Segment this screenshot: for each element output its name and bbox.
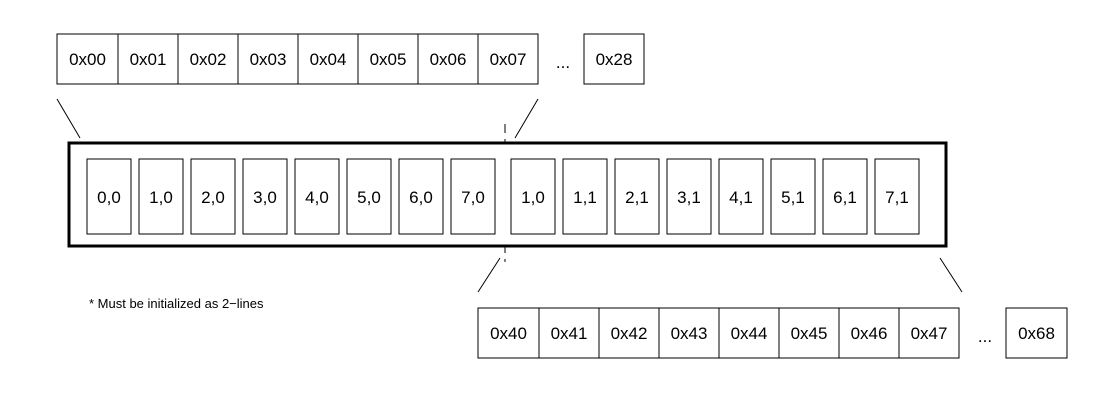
bottom-address-label: 0x68 — [1018, 324, 1055, 343]
bottom-address-row: 0x40 0x41 0x42 0x43 0x44 0x45 0x46 0x47 — [477, 307, 1068, 359]
bottom-address-cell-last: 0x68 — [1005, 307, 1068, 359]
display-cell-row: 0,0 1,0 2,0 3,0 4,0 5,0 6,0 7,0 1,0 1,1 … — [86, 158, 920, 235]
display-cell: 6,0 — [398, 158, 444, 235]
display-cell-label: 7,0 — [461, 188, 485, 207]
bottom-right-connector — [939, 257, 963, 293]
top-ellipsis: ... — [556, 53, 570, 72]
display-cell: 1,0 — [138, 158, 184, 235]
top-address-cell: 0x01 — [117, 33, 179, 85]
bottom-address-cell: 0x40 — [477, 307, 540, 359]
bottom-address-label: 0x42 — [611, 324, 648, 343]
bottom-address-cell: 0x47 — [898, 307, 960, 359]
top-address-cell: 0x04 — [297, 33, 359, 85]
display-cell: 5,0 — [346, 158, 392, 235]
display-cell: 2,0 — [190, 158, 236, 235]
top-right-connector — [514, 98, 539, 139]
bottom-address-cell: 0x43 — [658, 307, 720, 359]
bottom-address-label: 0x45 — [791, 324, 828, 343]
top-address-cell-last: 0x28 — [583, 33, 645, 85]
bottom-address-label: 0x46 — [851, 324, 888, 343]
footnote: * Must be initialized as 2−lines — [89, 296, 264, 311]
display-cell: 4,1 — [718, 158, 764, 235]
display-cell-label: 5,0 — [357, 188, 381, 207]
top-address-label: 0x01 — [130, 50, 167, 69]
display-cell: 4,0 — [294, 158, 340, 235]
top-address-row: 0x00 0x01 0x02 0x03 0x04 0x05 0x06 0x07 — [56, 33, 645, 85]
bottom-address-cell: 0x44 — [718, 307, 780, 359]
top-address-label: 0x03 — [250, 50, 287, 69]
display-cell-label: 5,1 — [781, 188, 805, 207]
top-address-cell: 0x02 — [177, 33, 239, 85]
bottom-ellipsis: ... — [978, 327, 992, 346]
top-address-label: 0x05 — [370, 50, 407, 69]
display-cell-label: 3,1 — [677, 188, 701, 207]
bottom-address-cell: 0x42 — [598, 307, 660, 359]
display-cell: 1,1 — [562, 158, 608, 235]
display-cell: 2,1 — [614, 158, 660, 235]
top-address-label: 0x00 — [69, 50, 106, 69]
top-address-label: 0x06 — [430, 50, 467, 69]
top-address-label: 0x02 — [190, 50, 227, 69]
bottom-address-label: 0x41 — [551, 324, 588, 343]
top-address-cell: 0x07 — [477, 33, 539, 85]
display-cell: 6,1 — [822, 158, 868, 235]
display-cell: 3,1 — [666, 158, 712, 235]
top-address-label: 0x07 — [490, 50, 527, 69]
display-cell-label: 0,0 — [97, 188, 121, 207]
display-cell-label: 1,0 — [521, 188, 545, 207]
display-cell: 1,0 — [510, 158, 556, 235]
top-address-cell: 0x00 — [56, 33, 119, 85]
display-cell: 0,0 — [86, 158, 132, 235]
top-address-label: 0x28 — [596, 50, 633, 69]
display-cell-label: 3,0 — [253, 188, 277, 207]
display-cell-label: 4,0 — [305, 188, 329, 207]
top-address-cell: 0x05 — [357, 33, 419, 85]
display-cell-label: 6,1 — [833, 188, 857, 207]
display-cell-label: 4,1 — [729, 188, 753, 207]
display-cell-label: 1,0 — [149, 188, 173, 207]
display-cell: 7,1 — [874, 158, 920, 235]
display-cell-label: 1,1 — [573, 188, 597, 207]
top-left-connector — [56, 98, 81, 139]
top-address-cell: 0x06 — [417, 33, 479, 85]
bottom-address-label: 0x40 — [490, 324, 527, 343]
bottom-address-cell: 0x45 — [778, 307, 840, 359]
display-cell-label: 2,1 — [625, 188, 649, 207]
bottom-left-connector — [477, 257, 501, 293]
display-cell: 5,1 — [770, 158, 816, 235]
top-address-label: 0x04 — [310, 50, 347, 69]
top-address-cell: 0x03 — [237, 33, 299, 85]
bottom-address-label: 0x43 — [671, 324, 708, 343]
display-cell: 3,0 — [242, 158, 288, 235]
display-cell-label: 2,0 — [201, 188, 225, 207]
bottom-address-cell: 0x46 — [838, 307, 900, 359]
display-cell-label: 6,0 — [409, 188, 433, 207]
bottom-address-label: 0x47 — [911, 324, 948, 343]
display-cell: 7,0 — [450, 158, 496, 235]
display-cell-label: 7,1 — [885, 188, 909, 207]
bottom-address-cell: 0x41 — [538, 307, 600, 359]
bottom-address-label: 0x44 — [731, 324, 768, 343]
